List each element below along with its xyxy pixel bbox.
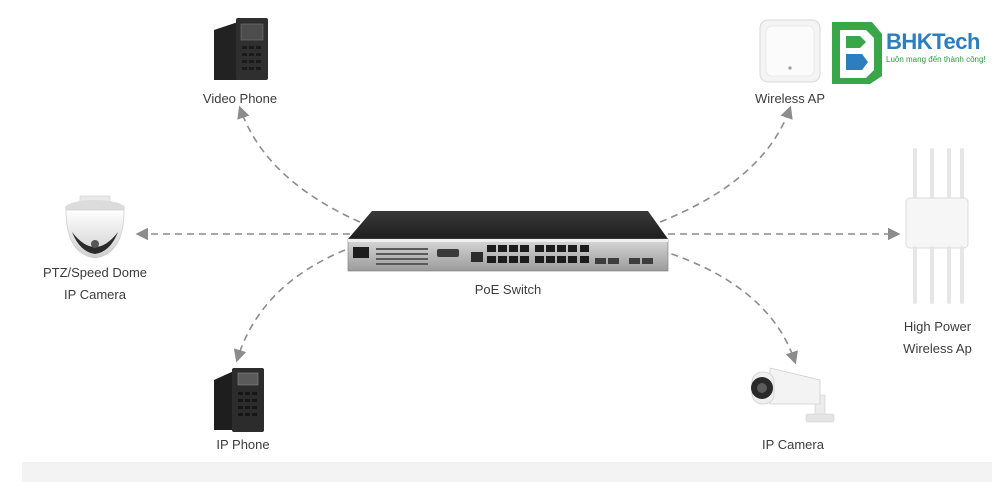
- bottom-band: [22, 462, 992, 482]
- connector-wireless-ap: [659, 105, 793, 223]
- label-video-phone: Video Phone: [202, 91, 278, 106]
- label-ptz-camera: PTZ/Speed Dome IP Camera: [42, 265, 148, 302]
- connectors: [135, 105, 901, 365]
- high-power-ap-icon: [905, 148, 969, 304]
- label-ip-camera: IP Camera: [762, 437, 824, 452]
- brand-name: BHKTech: [886, 29, 980, 54]
- ip-camera-icon: [751, 367, 835, 423]
- label-high-power-ap: High Power Wireless Ap: [903, 319, 972, 356]
- wireless-ap-icon: [759, 19, 821, 83]
- video-phone-icon: [214, 18, 268, 80]
- brand-block: BHKTech Luôn mang đến thành công!: [886, 29, 986, 65]
- bhktech-logo-icon: [832, 22, 882, 84]
- ptz-camera-icon: [65, 195, 125, 259]
- brand-tagline: Luôn mang đến thành công!: [886, 55, 986, 64]
- connector-ip-camera: [659, 249, 798, 365]
- connector-video-phone: [237, 105, 361, 223]
- label-switch: PoE Switch: [474, 282, 542, 297]
- connector-ip-phone: [233, 249, 346, 363]
- label-ip-phone: IP Phone: [216, 437, 270, 452]
- label-wireless-ap: Wireless AP: [754, 91, 826, 106]
- ip-phone-icon: [214, 368, 264, 432]
- poe-switch-icon: [347, 211, 669, 272]
